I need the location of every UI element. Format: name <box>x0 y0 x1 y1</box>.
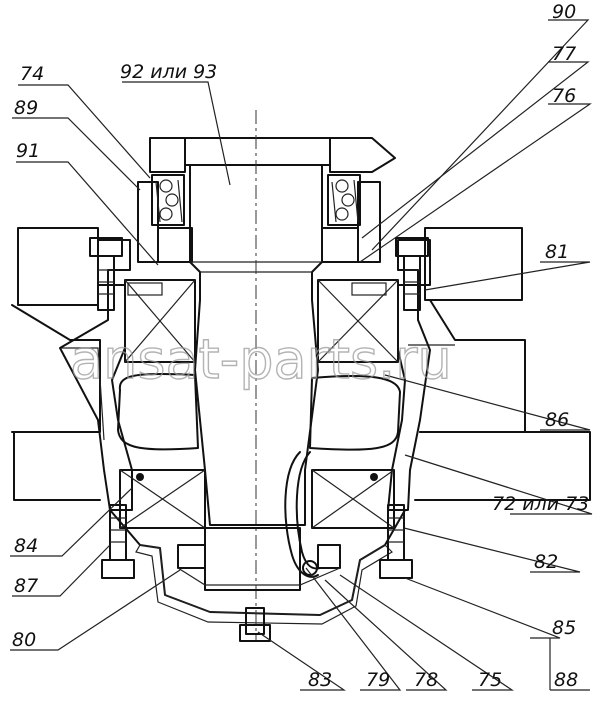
label-88: 88 <box>554 669 578 691</box>
label-87: 87 <box>14 575 38 597</box>
housing-right <box>408 227 591 501</box>
label-79: 79 <box>366 669 390 691</box>
callout-labels: 74 89 91 92 или 93 90 77 76 81 86 72 или… <box>12 1 589 691</box>
label-72-or-73: 72 или 73 <box>492 493 589 515</box>
bolt-top-right <box>395 237 429 311</box>
label-82: 82 <box>534 551 558 573</box>
spacer-ring <box>117 372 401 451</box>
label-89: 89 <box>14 97 38 119</box>
label-84: 84 <box>14 535 38 557</box>
leader-lines <box>10 19 593 691</box>
upper-cap <box>137 137 396 263</box>
label-91: 91 <box>16 140 40 162</box>
label-76: 76 <box>552 85 576 107</box>
bolt-bottom-left <box>101 504 135 579</box>
lower-nut <box>177 527 341 591</box>
label-81: 81 <box>545 241 569 263</box>
label-74: 74 <box>20 63 44 85</box>
label-80: 80 <box>12 629 36 651</box>
upper-bearing-left <box>124 279 196 363</box>
seal-left <box>151 174 185 226</box>
bolt-bottom-right <box>379 504 413 579</box>
seal-right <box>327 174 361 226</box>
upper-bearing-right <box>317 279 399 363</box>
bolt-top-left <box>89 237 123 311</box>
label-75: 75 <box>478 669 502 691</box>
watermark-text: ansat-parts.ru <box>70 328 452 391</box>
label-78: 78 <box>414 669 438 691</box>
label-85: 85 <box>552 617 576 639</box>
shaft <box>189 110 323 640</box>
label-92-or-93: 92 или 93 <box>120 61 217 83</box>
label-83: 83 <box>308 669 332 691</box>
lower-bearing-right <box>311 469 395 529</box>
label-86: 86 <box>545 409 569 431</box>
label-77: 77 <box>552 43 576 65</box>
carrier-body <box>59 239 431 625</box>
label-90: 90 <box>552 1 576 23</box>
drain-plug <box>239 607 271 642</box>
